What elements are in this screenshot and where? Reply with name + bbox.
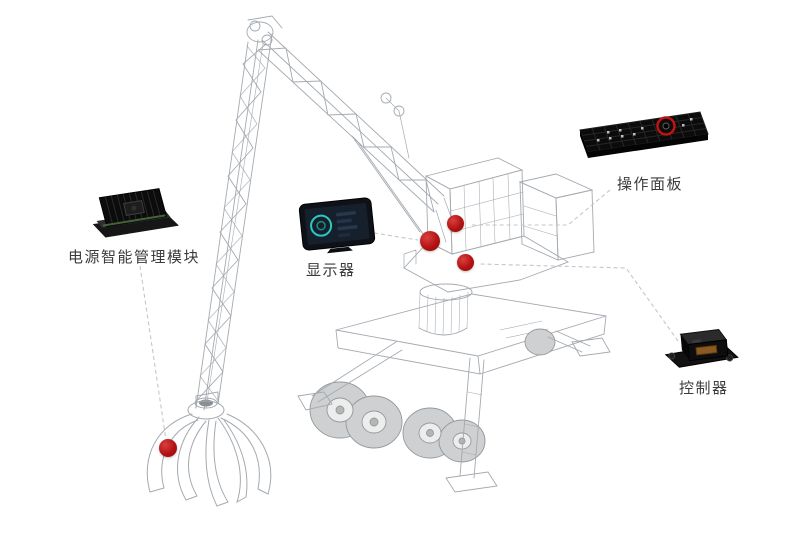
power-module-photo — [86, 178, 182, 240]
label-control-panel: 操作面板 — [617, 176, 684, 193]
hotspot-boom-joint-left[interactable] — [420, 231, 440, 251]
stick-lattice — [195, 33, 273, 411]
hotspot-cab-lower[interactable] — [457, 254, 474, 271]
display-tablet-photo — [298, 193, 376, 255]
chassis — [335, 293, 607, 375]
boom-cylinder — [351, 135, 427, 239]
connector-control-panel — [472, 189, 611, 226]
grab-claw — [146, 397, 272, 507]
control-panel-keypad-photo — [578, 102, 710, 170]
label-display: 显示器 — [306, 262, 356, 279]
label-power-module: 电源智能管理模块 — [68, 249, 201, 266]
label-controller: 控制器 — [679, 380, 729, 397]
hotspot-grab-attachment[interactable] — [159, 439, 177, 457]
outrigger-legs — [297, 330, 611, 493]
connector-controller — [479, 263, 679, 342]
wheels — [309, 328, 556, 463]
connector-display — [373, 232, 419, 241]
hotspot-boom-joint-upper[interactable] — [447, 215, 464, 232]
slew-pedestal — [418, 283, 473, 336]
controller-module-photo — [664, 323, 740, 375]
boom-lattice — [205, 31, 457, 409]
boom-apex-pulleys — [246, 15, 283, 46]
counterweight-housing — [518, 173, 595, 261]
callout-connectors — [139, 189, 679, 441]
upper-deck — [403, 235, 570, 293]
connector-power-module — [139, 265, 167, 441]
